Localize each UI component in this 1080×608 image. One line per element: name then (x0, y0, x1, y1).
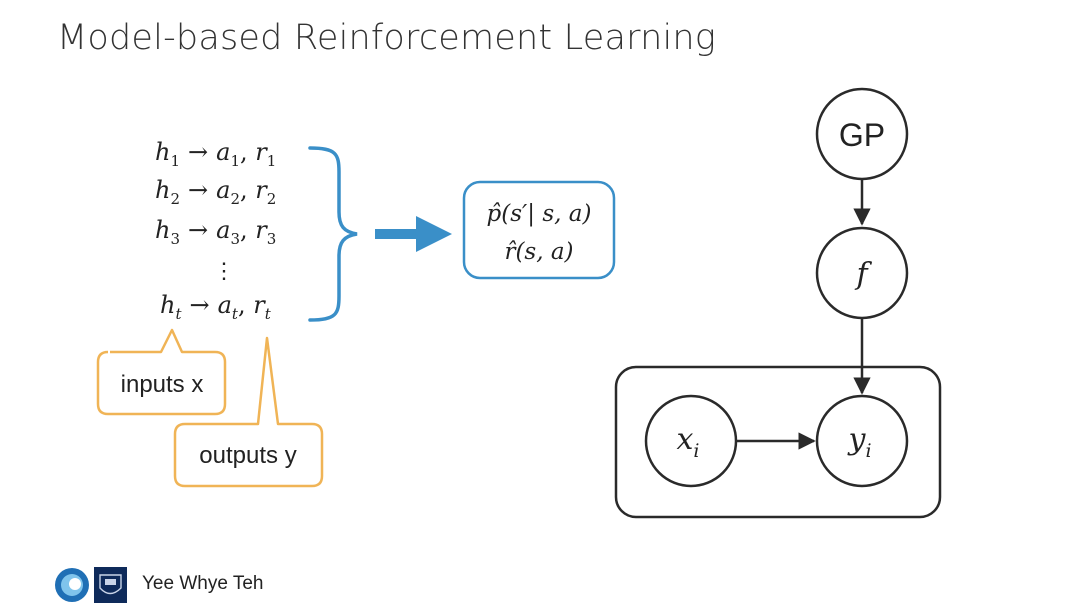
outputs-callout: outputs y (173, 336, 324, 488)
node-f: f (815, 226, 909, 320)
author-name: Yee Whye Teh (142, 573, 264, 594)
transition-model-label: p̂(s′| s, a) (487, 201, 592, 227)
slide-title: Model-based Reinforcement Learning (57, 18, 716, 58)
history-row-2: h2→a2, r2 (155, 176, 276, 208)
svg-text:ht→at, rt: ht→at, rt (160, 291, 272, 323)
model-box: p̂(s′| s, a) r̂(s, a) (462, 180, 616, 280)
node-x-label: xi (677, 422, 700, 462)
node-x: xi (644, 394, 738, 488)
oxford-crest-logo (94, 567, 127, 603)
node-y: yi (815, 394, 909, 488)
svg-text:h3→a3, r3: h3→a3, r3 (155, 216, 276, 248)
inputs-callout: inputs x (96, 328, 227, 416)
plate (614, 365, 942, 519)
reward-model-label: r̂(s, a) (504, 239, 573, 265)
history-row-1: h1→a1, r1 (155, 138, 276, 170)
history-row-3: h3→a3, r3 (155, 216, 276, 248)
outputs-callout-label: outputs y (199, 442, 296, 469)
node-gp: GP (815, 87, 909, 181)
blue-arrow (375, 216, 452, 252)
history-ellipsis: ⋮ (213, 259, 235, 284)
svg-text:h2→a2, r2: h2→a2, r2 (155, 176, 276, 208)
node-gp-label: GP (839, 117, 885, 153)
curly-brace (308, 146, 358, 322)
svg-text:h1→a1, r1: h1→a1, r1 (155, 138, 276, 170)
deepmind-logo (55, 568, 89, 602)
history-list: h1→a1, r1 h2→a2, r2 h3→a3, r3 ⋮ ht→at, r… (155, 138, 276, 323)
history-row-last: ht→at, rt (160, 291, 272, 323)
inputs-callout-label: inputs x (121, 371, 204, 398)
node-y-label: yi (846, 422, 871, 462)
graphical-model: GP f xi yi (614, 87, 942, 519)
